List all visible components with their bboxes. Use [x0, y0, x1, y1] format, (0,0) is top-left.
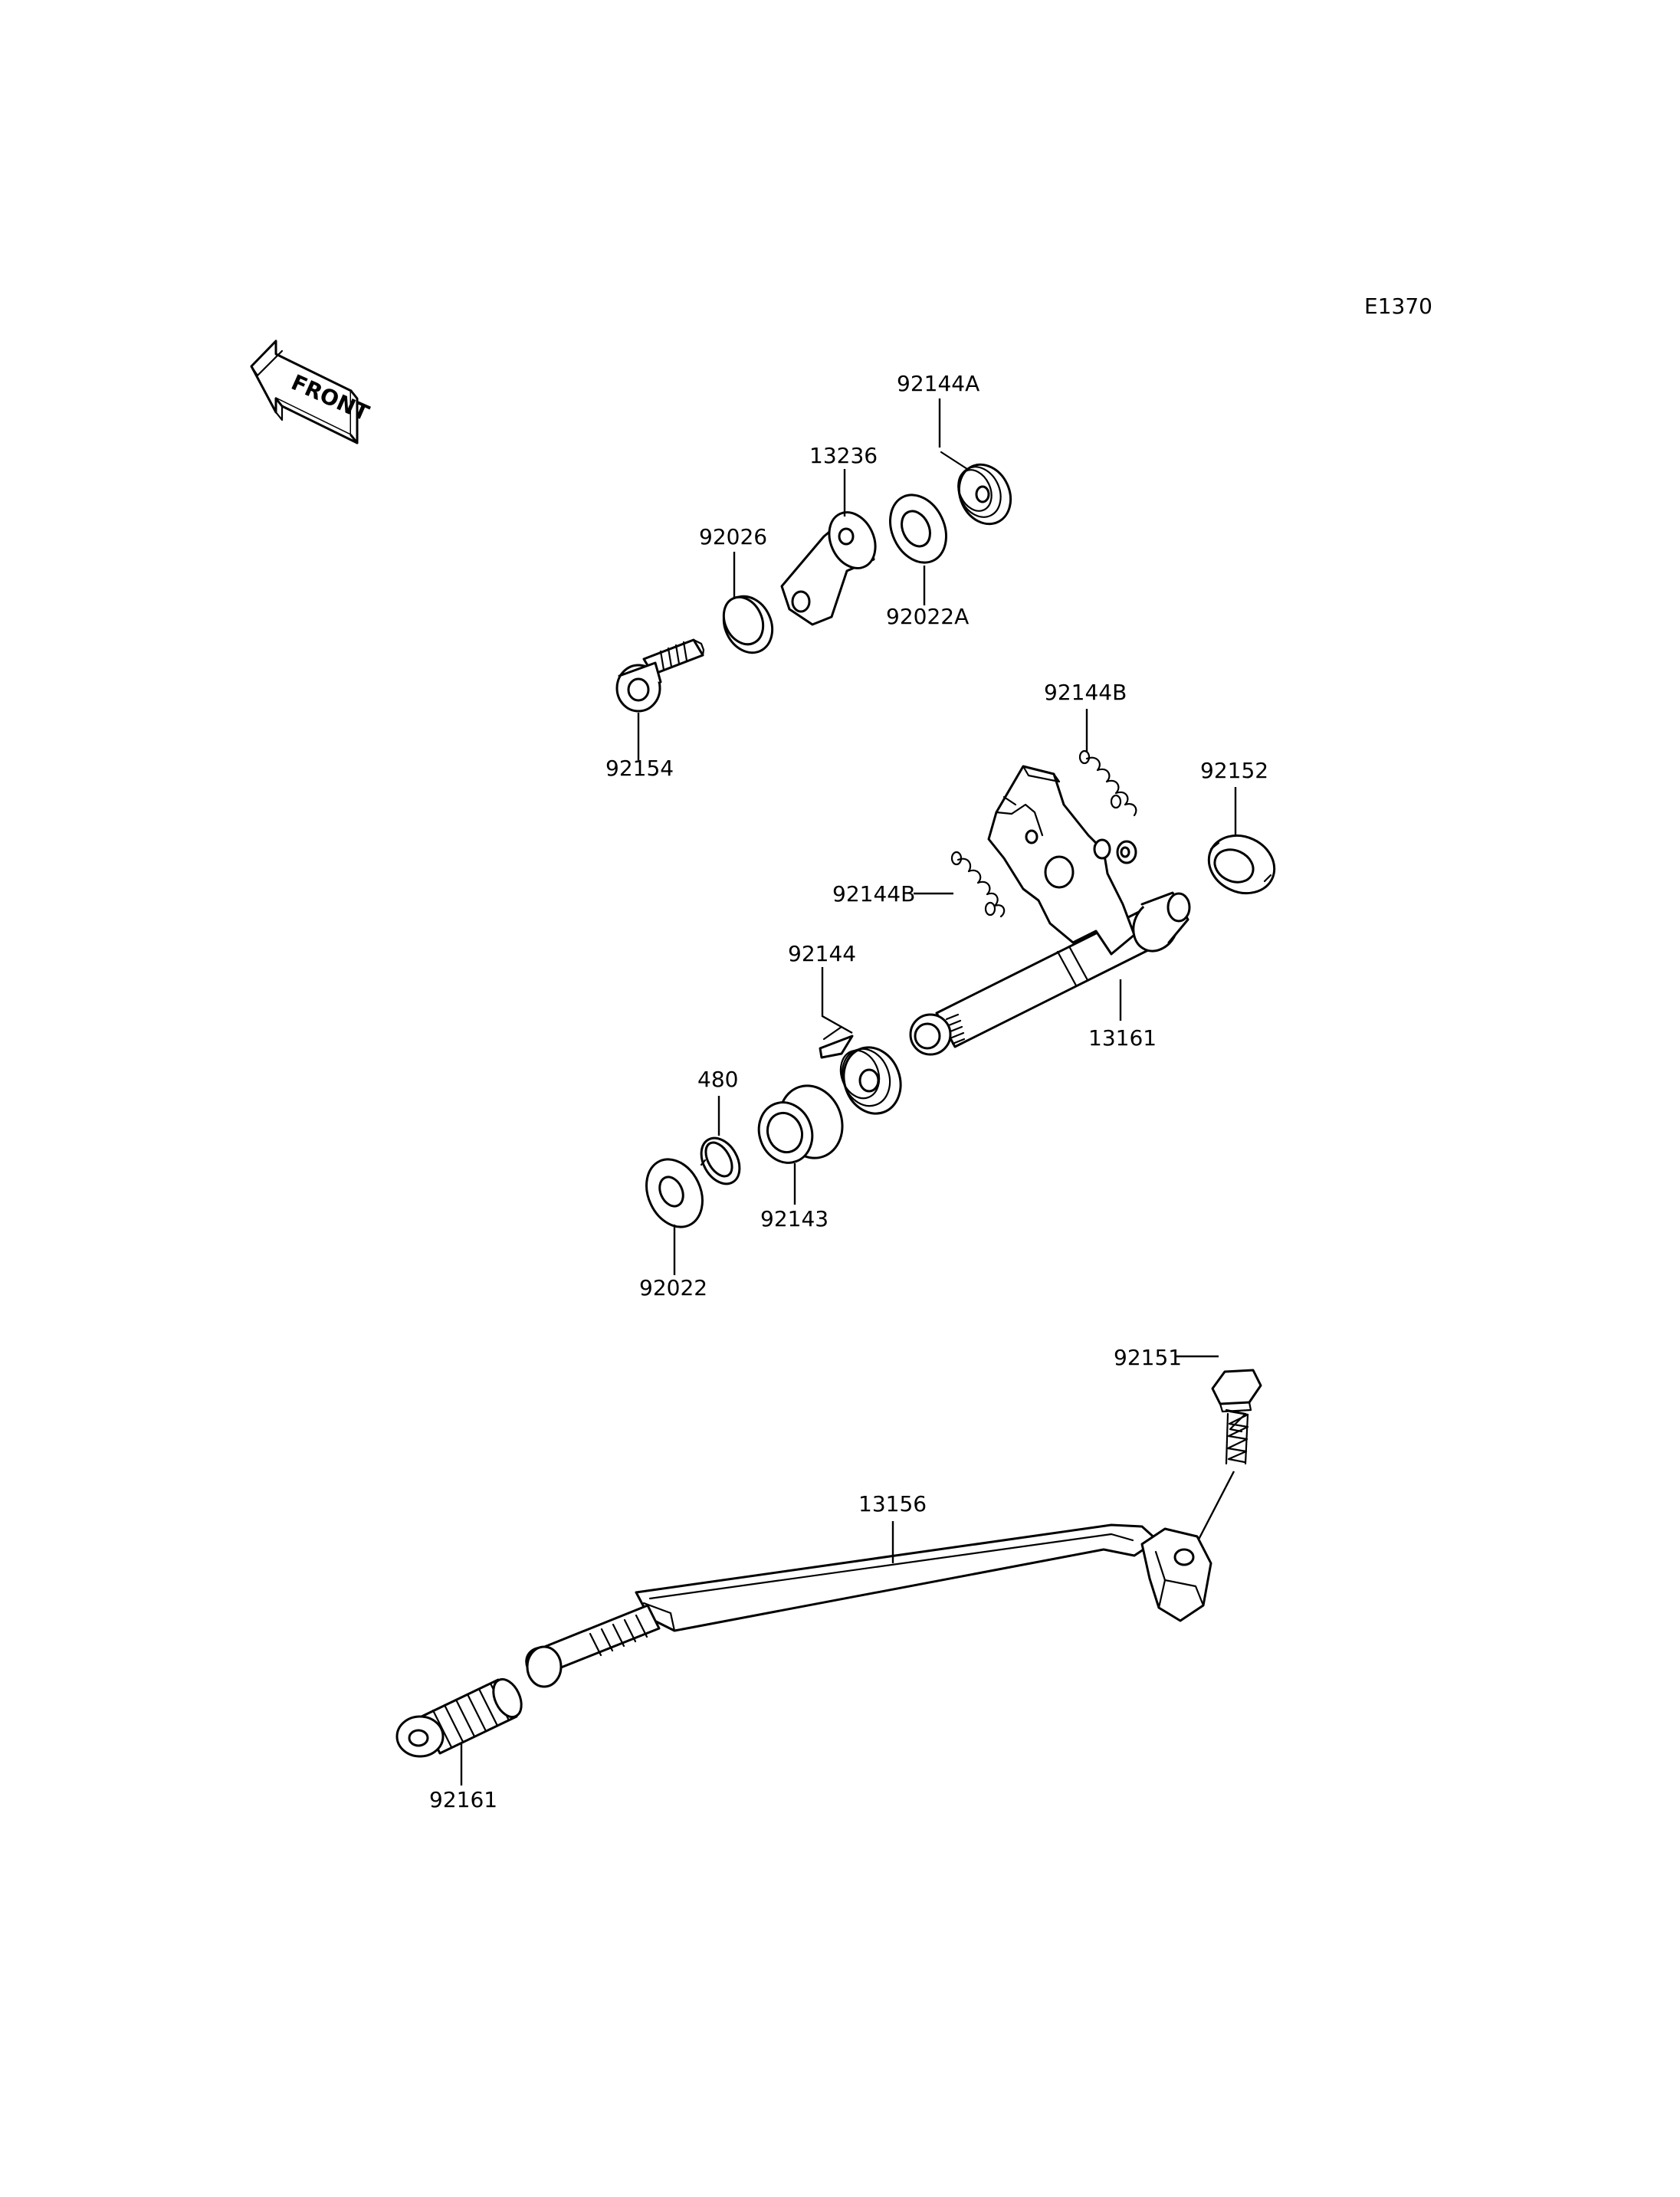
- bolt-92154: [615, 638, 705, 713]
- collar-92143: [757, 1084, 844, 1164]
- label-92154: 92154: [605, 756, 674, 781]
- washer-92022: [645, 1158, 704, 1228]
- label-13156: 13156: [858, 1491, 927, 1517]
- label-92151: 92151: [1114, 1345, 1182, 1370]
- label-13161: 13161: [1088, 1025, 1157, 1051]
- label-92161: 92161: [429, 1787, 497, 1812]
- label-92144: 92144: [788, 941, 856, 966]
- label-92144B-top: 92144B: [1044, 680, 1127, 705]
- label-92022A: 92022A: [886, 604, 969, 629]
- washer-92026: [722, 595, 774, 654]
- spring-92144B-top: [1078, 749, 1137, 817]
- seal-92152: [1207, 834, 1276, 895]
- spring-92144A: [940, 451, 1012, 526]
- front-arrow-icon: FRONT: [250, 339, 372, 444]
- spring-92144B-mid: [950, 851, 1006, 918]
- label-92144B-mid: 92144B: [832, 881, 915, 907]
- label-92143: 92143: [760, 1206, 829, 1231]
- diagram-code: E1370: [1364, 293, 1432, 319]
- shift-shaft-13161: [909, 765, 1191, 1056]
- circlip-480: [700, 1136, 741, 1185]
- shift-pedal-13156: [525, 1523, 1212, 1688]
- rubber-92161: [395, 1677, 523, 1758]
- washer-92022A: [889, 494, 947, 564]
- spring-92144: [819, 1025, 902, 1115]
- label-13236: 13236: [809, 443, 878, 468]
- label-480: 480: [697, 1067, 738, 1092]
- label-92026: 92026: [699, 524, 767, 549]
- bolt-92151: [1211, 1369, 1262, 1465]
- label-92152: 92152: [1200, 758, 1268, 783]
- label-92144A: 92144A: [897, 371, 979, 396]
- label-92022: 92022: [639, 1275, 707, 1300]
- stopper-arm-13236: [780, 511, 877, 626]
